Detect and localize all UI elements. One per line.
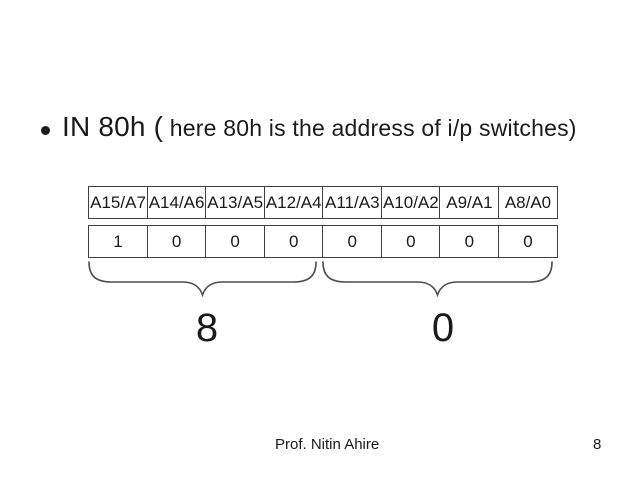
footer-author: Prof. Nitin Ahire xyxy=(275,436,380,453)
underbrace-left-icon xyxy=(88,261,317,297)
value-cell: 0 xyxy=(205,225,266,258)
table-value-row: 1 0 0 0 0 0 0 0 xyxy=(88,225,558,258)
slide-title: IN 80h ( here 80h is the address of i/p … xyxy=(62,111,577,143)
table-header-row: A15/A7 A14/A6 A13/A5 A12/A4 A11/A3 A10/A… xyxy=(88,186,558,219)
title-detail-text: here 80h is the address of i/p switches) xyxy=(163,115,577,141)
bullet-marker-icon xyxy=(41,126,50,135)
header-cell: A9/A1 xyxy=(439,186,500,219)
value-cell: 0 xyxy=(380,225,441,258)
header-cell: A14/A6 xyxy=(146,186,207,219)
value-cell: 0 xyxy=(263,225,324,258)
group-label-low-nibble: 0 xyxy=(431,306,455,350)
header-cell: A12/A4 xyxy=(263,186,324,219)
header-cell: A11/A3 xyxy=(322,186,383,219)
header-cell: A10/A2 xyxy=(380,186,441,219)
footer-page-number: 8 xyxy=(593,436,602,453)
title-instruction-text: IN 80h ( xyxy=(62,111,164,142)
value-cell: 0 xyxy=(439,225,500,258)
header-cell: A15/A7 xyxy=(88,186,149,219)
value-cell: 1 xyxy=(88,225,149,258)
header-cell: A13/A5 xyxy=(205,186,266,219)
group-label-high-nibble: 8 xyxy=(195,306,219,350)
value-cell: 0 xyxy=(146,225,207,258)
header-cell: A8/A0 xyxy=(497,186,558,219)
address-bits-table: A15/A7 A14/A6 A13/A5 A12/A4 A11/A3 A10/A… xyxy=(88,186,558,258)
underbrace-right-icon xyxy=(322,261,553,297)
value-cell: 0 xyxy=(497,225,558,258)
value-cell: 0 xyxy=(322,225,383,258)
